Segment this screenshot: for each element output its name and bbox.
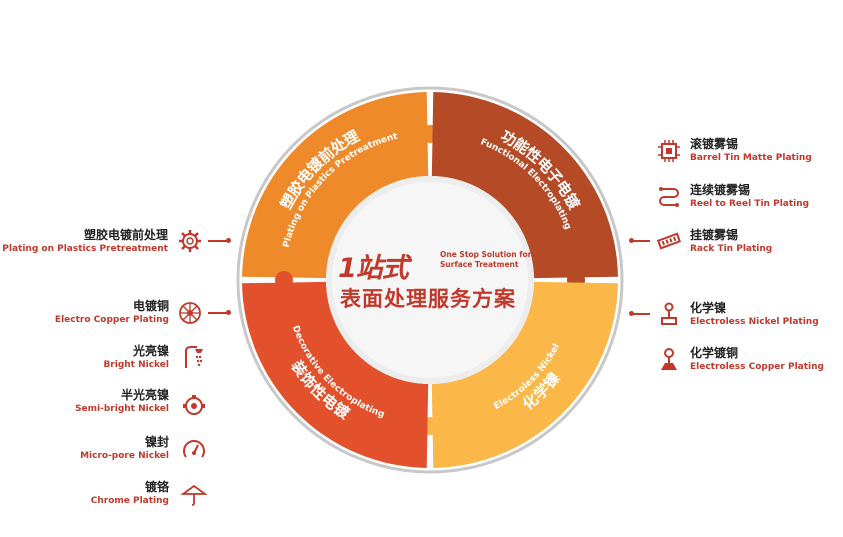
item-en: Rack Tin Plating bbox=[690, 244, 773, 254]
right-item-electroless-nickel: 化学镍 Electroless Nickel Plating bbox=[690, 301, 819, 328]
item-en: Plating on Plastics Pretreatment bbox=[2, 244, 168, 254]
umbrella-icon bbox=[181, 484, 207, 506]
item-en: Electroless Copper Plating bbox=[690, 362, 824, 372]
logo-big: 1站式 bbox=[338, 253, 409, 284]
segment-decorative-electroplating bbox=[242, 281, 429, 468]
center-disc-inner bbox=[332, 182, 528, 378]
gear-icon bbox=[179, 230, 201, 252]
item-cn: 镍封 bbox=[144, 435, 169, 449]
logo-small-line-2: Surface Treatment bbox=[440, 260, 519, 269]
joystick-icon bbox=[661, 302, 677, 325]
lamp-icon bbox=[661, 348, 677, 370]
item-en: Barrel Tin Matte Plating bbox=[690, 153, 812, 163]
outer-ring-outline bbox=[236, 86, 624, 474]
item-cn: 化学镍 bbox=[690, 301, 727, 315]
segment-electroless-nickel bbox=[431, 281, 618, 468]
left-item-semi-bright-nickel: 半光亮镍 Semi-bright Nickel bbox=[75, 388, 169, 415]
item-cn: 滚镀雾锡 bbox=[690, 137, 739, 151]
connector-dot bbox=[629, 311, 634, 316]
item-en: Electroless Nickel Plating bbox=[690, 317, 819, 327]
connector-line bbox=[208, 312, 228, 314]
connector-line bbox=[632, 240, 650, 242]
item-en: Semi-bright Nickel bbox=[75, 404, 169, 414]
left-item-micro-pore-nickel: 镍封 Micro-pore Nickel bbox=[80, 435, 169, 462]
logo-small-line-1: One Stop Solution for bbox=[440, 250, 532, 259]
item-cn: 电镀铜 bbox=[132, 299, 169, 313]
item-cn: 挂镀雾锡 bbox=[690, 228, 739, 242]
center-logo: 1站式 bbox=[338, 246, 409, 285]
segment-functional-electroplating bbox=[431, 92, 618, 279]
connector-dot bbox=[629, 238, 634, 243]
right-item-electroless-copper: 化学镀铜 Electroless Copper Plating bbox=[690, 346, 824, 373]
item-en: Electro Copper Plating bbox=[54, 315, 169, 325]
left-item-chrome-plating: 镀铬 Chrome Plating bbox=[91, 480, 169, 507]
item-en: Micro-pore Nickel bbox=[80, 451, 169, 461]
left-item-electro-copper: 电镀铜 Electro Copper Plating bbox=[55, 299, 169, 326]
shower-icon bbox=[185, 346, 203, 368]
chip-icon bbox=[658, 140, 680, 162]
item-cn: 镀铬 bbox=[144, 480, 169, 494]
right-item-barrel-tin: 滚镀雾锡 Barrel Tin Matte Plating bbox=[690, 137, 812, 164]
right-item-rack-tin: 挂镀雾锡 Rack Tin Plating bbox=[690, 228, 772, 255]
rack-icon bbox=[656, 232, 682, 250]
connector-line bbox=[632, 313, 650, 315]
logo-subtext: One Stop Solution for Surface Treatment bbox=[440, 250, 531, 270]
gauge-icon bbox=[183, 440, 205, 458]
connector-line bbox=[208, 240, 228, 242]
item-cn: 连续镀雾锡 bbox=[690, 183, 751, 197]
center-title: 表面处理服务方案 bbox=[340, 287, 516, 311]
wheel-icon bbox=[179, 302, 201, 324]
item-cn: 光亮镍 bbox=[132, 344, 169, 358]
left-item-plating-pretreatment: 塑胶电镀前处理 Plating on Plastics Pretreatment bbox=[2, 228, 168, 255]
item-cn: 塑胶电镀前处理 bbox=[83, 228, 168, 242]
item-en: Bright Nickel bbox=[103, 360, 169, 370]
segment-plating-pretreatment bbox=[242, 92, 429, 279]
connector-dot bbox=[226, 310, 231, 315]
item-en: Chrome Plating bbox=[90, 496, 169, 506]
item-cn: 半光亮镍 bbox=[120, 388, 169, 402]
connector-dot bbox=[226, 238, 231, 243]
right-item-reel-tin: 连续镀雾锡 Reel to Reel Tin Plating bbox=[690, 183, 809, 210]
puzzle-knob bbox=[275, 271, 293, 289]
item-en: Reel to Reel Tin Plating bbox=[690, 199, 810, 209]
left-item-bright-nickel: 光亮镍 Bright Nickel bbox=[103, 344, 169, 371]
reel-icon bbox=[659, 187, 679, 207]
item-cn: 化学镀铜 bbox=[690, 346, 739, 360]
faucet-icon bbox=[183, 395, 205, 415]
